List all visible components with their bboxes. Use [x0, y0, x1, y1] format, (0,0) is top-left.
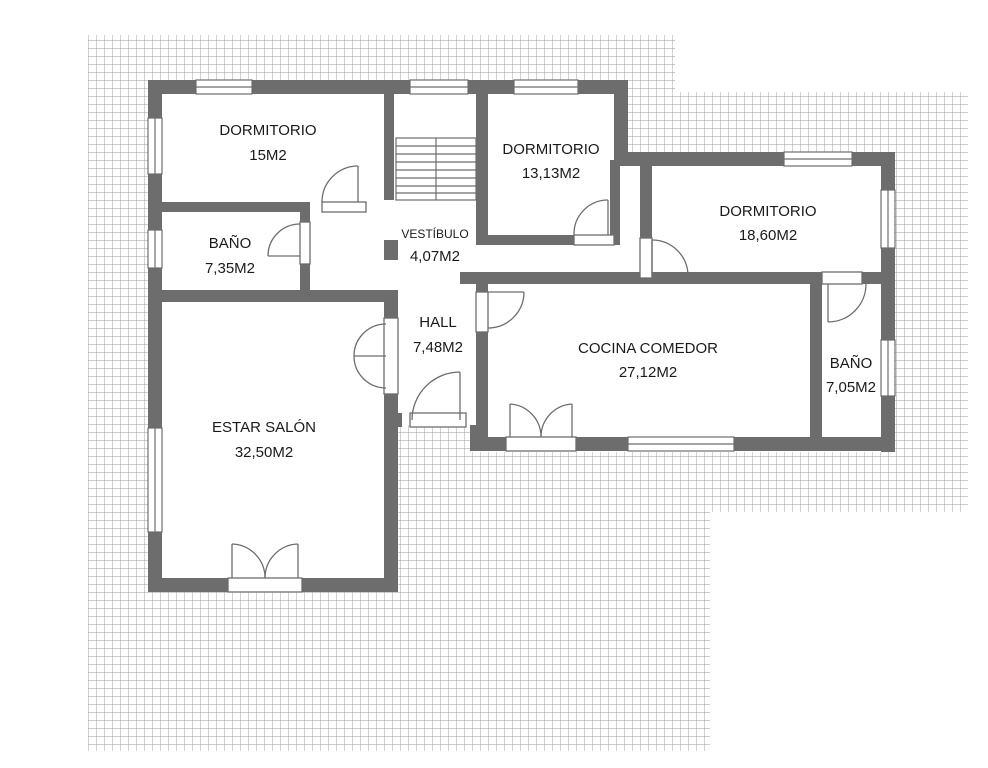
- wall-dorm1-south: [162, 202, 310, 212]
- wall-hall-south-left: [384, 413, 402, 427]
- window-dorm1-west: [147, 117, 163, 175]
- wall-cocina-west: [476, 330, 488, 440]
- room-dormitorio-2-area: 13,13M2: [522, 165, 580, 182]
- door-cocina: [475, 291, 525, 333]
- staircase: [395, 137, 477, 201]
- room-vestibulo-area: 4,07M2: [410, 248, 460, 265]
- wall-step-ne: [614, 80, 628, 160]
- room-dormitorio-2-name: DORMITORIO: [502, 141, 599, 158]
- window-dorm3-north: [783, 151, 853, 167]
- window-dorm3-east: [880, 189, 896, 249]
- window-salon-west: [147, 427, 163, 533]
- wall-dorm2-east: [610, 160, 620, 245]
- window-bano2-east: [880, 339, 896, 397]
- door-salon-south-double: [227, 543, 303, 593]
- door-bano2: [821, 271, 867, 323]
- door-cocina-south-double: [505, 403, 577, 452]
- room-cocina-comedor-area: 27,12M2: [619, 364, 677, 381]
- wall-outer-north-east: [614, 152, 895, 166]
- doors: [227, 165, 867, 593]
- room-hall-name: HALL: [419, 314, 457, 331]
- room-cocina-comedor-name: COCINA COMEDOR: [578, 340, 718, 357]
- window-stair-north: [409, 79, 469, 95]
- room-labels: DORMITORIO 15M2 DORMITORIO 13,13M2 DORMI…: [205, 122, 876, 461]
- door-dorm1: [321, 165, 367, 213]
- window-dorm1-north: [195, 79, 253, 95]
- wall-vestibulo-stub: [384, 240, 398, 260]
- wall-dorm3-west: [640, 160, 652, 240]
- window-cocina-south: [627, 436, 735, 452]
- wall-bano2-west: [810, 284, 822, 439]
- door-entrance: [409, 371, 467, 428]
- room-vestibulo-name: VESTÍBULO: [401, 226, 468, 241]
- room-dormitorio-1-name: DORMITORIO: [219, 122, 316, 139]
- window-bano1-west: [147, 229, 163, 269]
- wall-stair-west: [384, 80, 394, 200]
- room-bano-2-area: 7,05M2: [826, 379, 876, 396]
- room-estar-salon-name: ESTAR SALÓN: [212, 419, 316, 436]
- room-dormitorio-3-area: 18,60M2: [739, 227, 797, 244]
- door-bano1: [267, 221, 311, 265]
- wall-bano1-south: [162, 290, 392, 302]
- room-dormitorio-1-area: 15M2: [249, 147, 287, 164]
- room-bano-2-name: BAÑO: [830, 355, 873, 372]
- room-dormitorio-3-name: DORMITORIO: [719, 203, 816, 220]
- windows: [147, 79, 896, 533]
- room-bano-1-name: BAÑO: [209, 235, 252, 252]
- door-dorm2: [573, 199, 615, 246]
- room-bano-1-area: 7,35M2: [205, 260, 255, 277]
- wall-dorm2-west: [476, 80, 488, 245]
- door-salon-double: [353, 317, 399, 395]
- window-dorm2-north: [513, 79, 579, 95]
- wall-dorm2-south: [476, 235, 616, 245]
- door-dorm3: [639, 237, 689, 279]
- wall-cocina-north: [460, 272, 881, 284]
- room-estar-salon-area: 32,50M2: [235, 444, 293, 461]
- room-hall-area: 7,48M2: [413, 339, 463, 356]
